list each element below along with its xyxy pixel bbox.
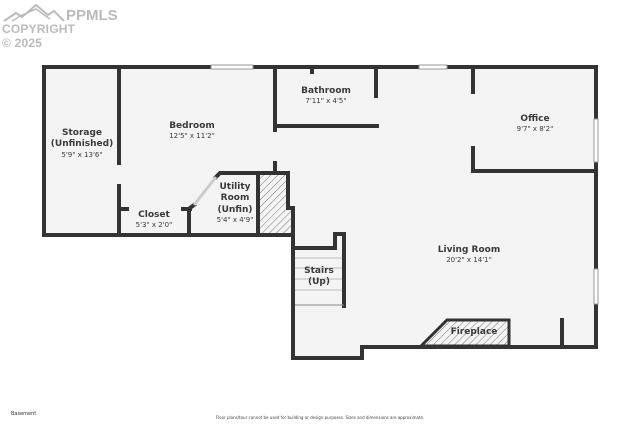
room-storage: Storage (Unfinished) 5'9" x 13'6" — [51, 128, 113, 159]
fireplace-hearth — [417, 318, 511, 348]
copyright-text: COPYRIGHT © 2025 — [2, 22, 76, 50]
room-name: Closet — [138, 210, 170, 220]
walls — [42, 65, 598, 360]
room-bathroom: Bathroom 7'11" x 4'5" — [301, 86, 351, 106]
room-name: Living Room — [437, 245, 501, 255]
room-name: Stairs — [304, 266, 334, 276]
room-name: Room — [220, 193, 250, 204]
room-name: Fireplace — [450, 327, 498, 337]
room-closet: Closet 5'3" x 2'0" — [136, 210, 173, 230]
room-name: Bathroom — [301, 86, 351, 96]
room-name: Bedroom — [169, 121, 215, 131]
brand-text: PPMLS — [66, 7, 118, 24]
room-bedroom: Bedroom 12'5" x 11'2" — [169, 121, 215, 141]
room-dims: 9'7" x 8'2" — [516, 125, 554, 134]
window — [210, 64, 254, 70]
windows — [210, 64, 599, 305]
room-name: (Up) — [308, 277, 330, 288]
room-dims: 5'4" x 4'9" — [216, 215, 254, 224]
window — [593, 268, 599, 305]
hatched-chase — [260, 175, 291, 233]
room-fireplace: Fireplace — [451, 327, 498, 338]
room-dims: 7'11" x 4'5" — [305, 97, 347, 106]
window — [593, 118, 599, 163]
disclaimer: Floor plans/tour cannot be used for buil… — [215, 415, 425, 420]
stair-treads — [295, 257, 344, 306]
room-office: Office 9'7" x 8'2" — [517, 114, 554, 134]
room-name: (Unfin) — [217, 204, 253, 215]
room-name: Office — [520, 114, 550, 124]
room-name: Storage — [61, 128, 103, 138]
room-stairs: Stairs (Up) — [304, 266, 334, 289]
utility-door-opening[interactable] — [192, 176, 218, 206]
floor-area — [44, 67, 596, 358]
floor-name: Basement — [11, 411, 37, 417]
room-dims: 5'9" x 13'6" — [61, 150, 103, 159]
window — [418, 64, 448, 70]
room-living-room: Living Room 20'2" x 14'1" — [438, 245, 500, 265]
room-dims: 5'3" x 2'0" — [135, 221, 173, 230]
mountain-logo-icon — [3, 3, 65, 22]
room-name: (Unfinished) — [50, 139, 114, 150]
room-name: Utility — [219, 182, 251, 192]
room-dims: 20'2" x 14'1" — [446, 256, 492, 265]
room-dims: 12'5" x 11'2" — [169, 132, 215, 141]
room-utility: Utility Room (Unfin) 5'4" x 4'9" — [217, 182, 254, 225]
